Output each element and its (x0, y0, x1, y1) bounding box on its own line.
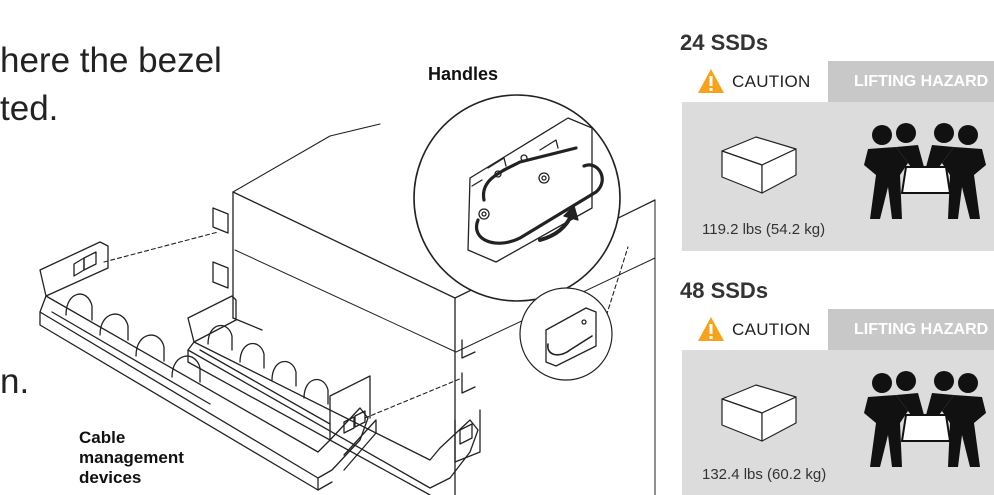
hazard-band (828, 61, 994, 102)
warning-triangle-icon (698, 69, 724, 93)
cable-label-line-3: devices (79, 468, 142, 487)
hazard-text: LIFTING HAZARD (854, 321, 989, 338)
rotate-arrow-icon (538, 205, 579, 242)
four-people-lifting-icon (864, 371, 986, 467)
warning-triangle-icon (698, 317, 724, 341)
handles-label: Handles (428, 64, 499, 84)
chassis-diagram (39, 94, 656, 495)
warning-header: CAUTION LIFTING HAZARD (682, 61, 994, 102)
cable-management-left (39, 241, 377, 491)
handle-detail (467, 117, 604, 263)
weight-text: 119.2 lbs (54.2 kg) (702, 221, 826, 238)
intro-text-line-3: n. (0, 362, 30, 401)
caution-text: CAUTION (732, 72, 811, 91)
hazard-text: LIFTING HAZARD (854, 73, 989, 90)
cable-label-line-2: management (79, 448, 184, 467)
warning-header: CAUTION LIFTING HAZARD (682, 309, 994, 350)
caution-text: CAUTION (732, 320, 811, 339)
warning-title-48: 48 SSDs (680, 278, 769, 303)
weight-text: 132.4 lbs (60.2 kg) (702, 466, 827, 483)
box-icon (721, 136, 797, 194)
intro-text-line-1: here the bezel (0, 41, 222, 80)
cable-management-right (187, 295, 481, 495)
four-people-lifting-icon (864, 123, 986, 219)
box-icon (721, 384, 797, 442)
warning-panel-48: CAUTION LIFTING HAZARD 132.4 lbs (60.2 k… (682, 309, 994, 495)
warning-panel-24: CAUTION LIFTING HAZARD 119.2 lbs (54.2 k… (682, 61, 994, 251)
hazard-band (828, 309, 994, 350)
intro-text-line-2: ted. (0, 89, 59, 128)
warning-title-24: 24 SSDs (680, 30, 769, 55)
cable-label-line-1: Cable (79, 428, 126, 447)
